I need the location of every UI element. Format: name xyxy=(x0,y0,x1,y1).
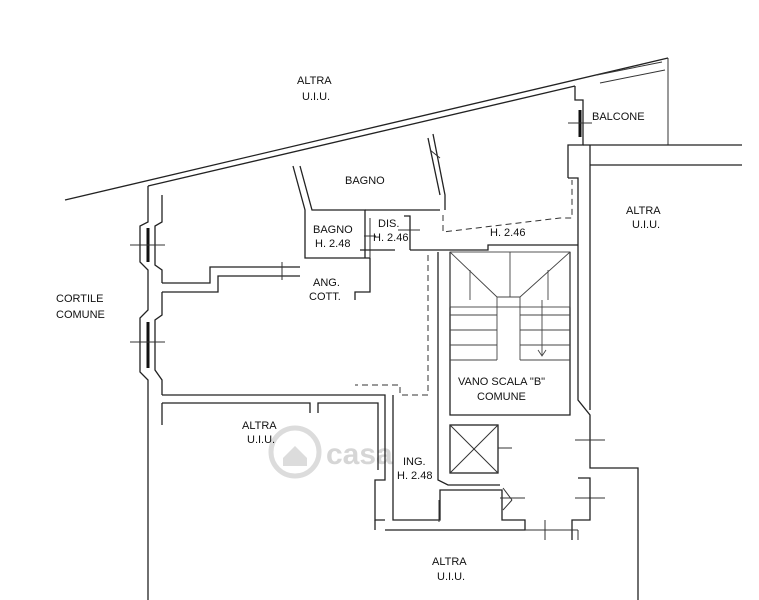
room-labels: ALTRA U.I.U. BALCONE BAGNO BAGNO H. 2.48… xyxy=(56,75,661,583)
label-cortile-1: CORTILE xyxy=(56,293,103,305)
label-altra-bottom-2: U.I.U. xyxy=(437,571,465,583)
dashed-lines xyxy=(355,180,573,396)
label-vano-scala-2: COMUNE xyxy=(477,391,526,403)
label-altra-top-1: ALTRA xyxy=(297,75,332,87)
right-walls xyxy=(568,145,742,600)
outer-boundary xyxy=(64,57,669,201)
label-dis-2: H. 2.46 xyxy=(373,232,408,244)
elevator-shaft xyxy=(449,424,512,474)
interior-walls xyxy=(162,133,578,300)
label-altra-mid-1: ALTRA xyxy=(242,420,277,432)
stair-well xyxy=(449,251,571,474)
house-logo-icon xyxy=(268,425,322,479)
watermark-text: casa xyxy=(326,438,393,471)
balcone-area xyxy=(567,86,742,178)
label-altra-bottom-1: ALTRA xyxy=(432,556,467,568)
label-ang-cott-2: COTT. xyxy=(309,291,341,303)
label-ing-2: H. 2.48 xyxy=(397,470,432,482)
label-vano-scala-1: VANO SCALA "B" xyxy=(458,376,545,388)
left-facade xyxy=(130,186,165,600)
label-ing-1: ING. xyxy=(403,456,426,468)
label-balcone: BALCONE xyxy=(592,111,645,123)
label-bagno-small-1: BAGNO xyxy=(313,224,353,236)
label-altra-top-2: U.I.U. xyxy=(302,91,330,103)
label-dis-1: DIS. xyxy=(378,218,399,230)
label-altra-right-1: ALTRA xyxy=(626,205,661,217)
label-altra-right-2: U.I.U. xyxy=(632,219,660,231)
ingresso-walls xyxy=(385,252,579,540)
label-h-corridor: H. 2.46 xyxy=(490,227,525,239)
altra-mid-walls xyxy=(161,394,386,521)
label-ang-cott-1: ANG. xyxy=(313,277,340,289)
label-cortile-2: COMUNE xyxy=(56,309,105,321)
label-bagno-small-2: H. 2.48 xyxy=(315,238,350,250)
watermark: casa xyxy=(268,425,393,479)
label-altra-mid-2: U.I.U. xyxy=(247,434,275,446)
label-bagno-large: BAGNO xyxy=(345,175,385,187)
